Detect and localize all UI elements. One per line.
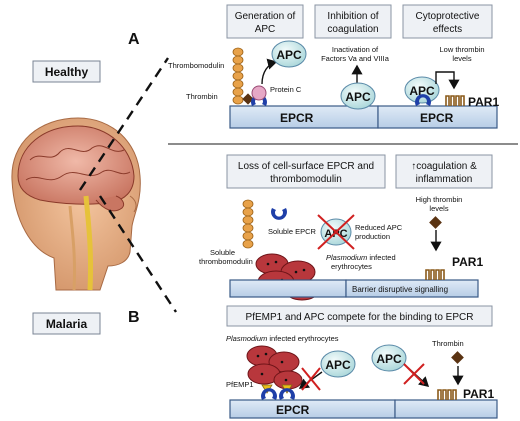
par1-label-b1: PAR1 <box>452 255 483 269</box>
membrane-epcr-right <box>377 105 498 129</box>
header-coag-line1: ↑coagulation & <box>411 161 477 172</box>
par1-receptor-icon <box>425 269 445 280</box>
plasmodium-1-line2: erythrocytes <box>331 262 372 271</box>
thrombomodulin-label: Thrombomodulin <box>168 61 224 70</box>
membrane-b-lower-right <box>394 399 498 419</box>
inactivation-line1: Inactivation of <box>332 45 379 54</box>
healthy-label-box <box>32 60 101 83</box>
plasmodium-2-label: Plasmodium infected erythrocytes <box>226 334 339 343</box>
soluble-tm-line2: thrombomodulin <box>199 257 253 266</box>
thrombin-label-b: Thrombin <box>432 339 464 348</box>
epcr-receptor-icon <box>279 388 295 400</box>
epcr-label-left: EPCR <box>280 111 314 125</box>
zoom-line-lower <box>98 195 178 313</box>
barrier-label: Barrier disruptive signalling <box>352 285 448 294</box>
membrane-b-upper-right <box>345 279 479 298</box>
panel-a-letter: A <box>128 31 140 48</box>
membrane-b-lower-left <box>229 399 396 419</box>
thrombin-diamond-b1 <box>429 216 442 229</box>
apc-circle-b-b <box>371 344 407 372</box>
par1-label-b2: PAR1 <box>463 387 494 401</box>
generation-arrow <box>261 58 278 85</box>
high-thrombin-line2: levels <box>429 204 448 213</box>
reduced-apc-line1: Reduced APC <box>355 223 403 232</box>
header-generation-line1: Generation of <box>235 11 296 22</box>
apc-label-1: APC <box>276 48 302 62</box>
epcr-label-right: EPCR <box>420 111 454 125</box>
high-thrombin-line1: High thrombin <box>416 195 463 204</box>
thrombin-label: Thrombin <box>186 92 218 101</box>
header-cytoprotective-line2: effects <box>433 24 462 35</box>
apc-label-crossed: APC <box>324 228 347 240</box>
apc-label-b-b: APC <box>376 352 402 366</box>
header-cytoprotective-line1: Cytoprotective <box>416 11 480 22</box>
zoom-line-upper <box>79 57 169 191</box>
red-x-block-icon <box>301 367 321 391</box>
apc-circle-2 <box>340 82 376 110</box>
inactivation-line2: Factors Va and VIIIa <box>321 54 390 63</box>
pfemp1-label: PfEMP1 <box>226 380 254 389</box>
header-compete: PfEMP1 and APC compete for the binding t… <box>246 312 474 323</box>
malaria-label-box <box>32 312 101 335</box>
header-inhibition-line2: coagulation <box>327 24 378 35</box>
apc-label-2: APC <box>345 90 371 104</box>
low-thrombin-line2: levels <box>452 54 471 63</box>
header-generation-line2: APC <box>255 24 276 35</box>
epcr-label-b: EPCR <box>276 403 310 417</box>
low-thrombin-line1: Low thrombin <box>439 45 484 54</box>
malaria-label: Malaria <box>46 317 88 331</box>
apc-label-3: APC <box>409 84 435 98</box>
reduced-apc-line2: production <box>355 232 390 241</box>
signalling-arrow <box>435 71 460 90</box>
soluble-thrombomodulin-chain <box>242 199 254 249</box>
red-x-block-icon <box>317 214 355 250</box>
infected-erythrocyte-cluster-2 <box>246 345 303 390</box>
header-inhibition-line1: Inhibition of <box>327 11 378 22</box>
soluble-epcr-label: Soluble EPCR <box>268 227 317 236</box>
par1-label-a: PAR1 <box>468 95 499 109</box>
protein-c-label: Protein C <box>270 85 302 94</box>
brain-anatomy-illustration <box>11 117 141 291</box>
soluble-epcr-icon <box>271 208 287 220</box>
soluble-tm-line1: Soluble <box>210 248 235 257</box>
header-box-inhibition <box>314 4 392 39</box>
thrombin-diamond-b2 <box>451 351 464 364</box>
header-coag-line2: inflammation <box>416 174 473 185</box>
apc-circle-3 <box>404 76 440 104</box>
protein-c-icon <box>251 85 267 101</box>
header-loss-line2: thrombomodulin <box>270 174 342 185</box>
apc-circle-1 <box>271 40 307 68</box>
header-box-cytoprotective <box>402 4 493 39</box>
header-box-loss <box>226 154 386 189</box>
membrane-b-upper-left <box>229 279 347 298</box>
apc-label-b-a: APC <box>325 358 351 372</box>
par1-receptor-icon <box>437 389 457 400</box>
panel-b-letter: B <box>128 309 140 326</box>
thrombomodulin-chain <box>232 47 244 105</box>
header-box-coag <box>395 154 493 189</box>
epcr-receptor-icon <box>261 388 277 400</box>
apc-circle-b-a <box>320 350 356 378</box>
healthy-label: Healthy <box>45 65 89 79</box>
header-loss-line1: Loss of cell-surface EPCR and <box>238 161 374 172</box>
epcr-receptor-icon <box>415 94 431 106</box>
header-box-generation <box>226 4 304 39</box>
header-box-compete <box>226 305 493 327</box>
par1-receptor-icon <box>445 95 465 106</box>
plasmodium-1-line1: Plasmodium infected <box>326 253 396 262</box>
red-x-block-icon <box>403 363 425 385</box>
